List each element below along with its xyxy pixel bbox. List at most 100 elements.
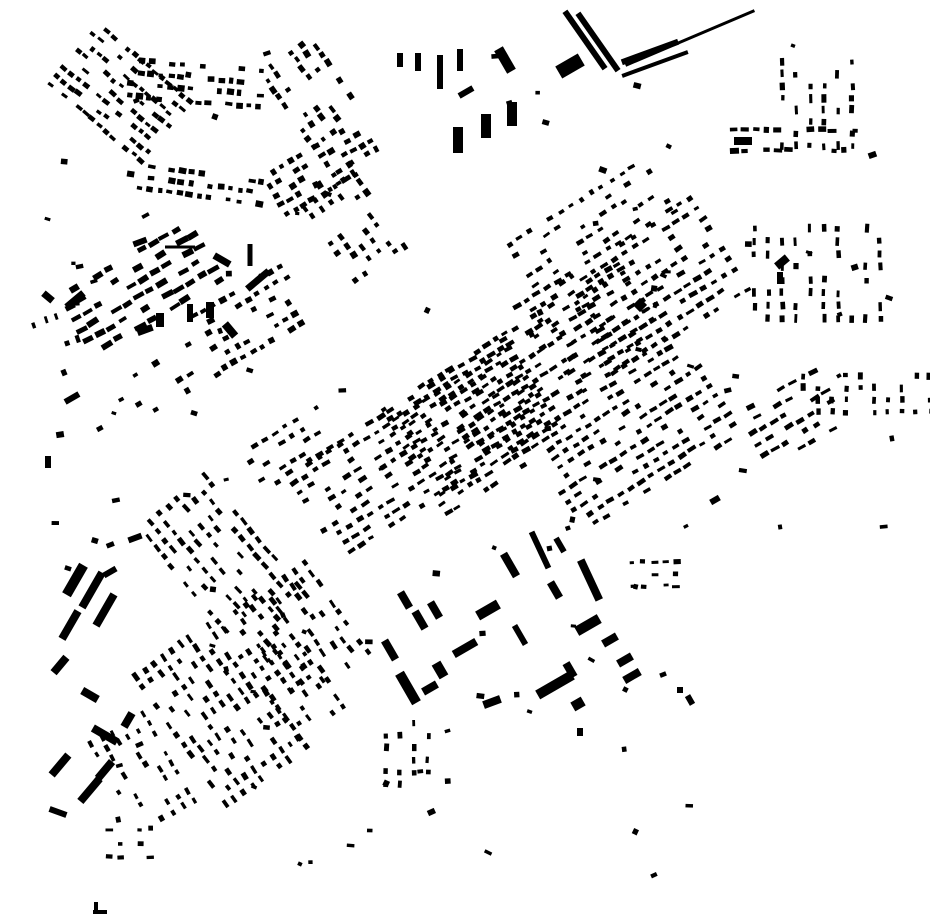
building [149, 95, 160, 105]
building [155, 509, 163, 517]
building [301, 497, 310, 504]
building [103, 743, 111, 753]
building [158, 187, 163, 194]
building [258, 68, 264, 74]
building [157, 814, 166, 823]
building [878, 302, 883, 312]
building [447, 390, 456, 398]
building [501, 410, 512, 419]
building [620, 198, 628, 206]
building [426, 733, 431, 740]
building [239, 628, 247, 637]
building [665, 143, 672, 150]
building [438, 460, 448, 469]
building [188, 179, 195, 187]
building [779, 57, 785, 66]
building [122, 299, 133, 309]
building [599, 261, 609, 270]
building [160, 288, 175, 300]
building [318, 205, 326, 214]
building [453, 399, 461, 407]
building [808, 287, 813, 297]
building [288, 722, 297, 731]
building [109, 729, 116, 737]
building [341, 471, 352, 481]
building [385, 406, 395, 415]
building [238, 671, 247, 680]
building [519, 438, 530, 447]
building [93, 910, 107, 914]
building [448, 458, 456, 465]
building [877, 250, 882, 258]
building [675, 201, 683, 207]
building [552, 268, 560, 275]
building [335, 167, 343, 176]
building [74, 334, 81, 344]
building [807, 223, 811, 233]
building [703, 424, 713, 431]
building [643, 370, 653, 378]
building [675, 269, 686, 278]
building [364, 648, 372, 656]
building [580, 333, 587, 339]
building [296, 720, 303, 727]
building [326, 146, 336, 156]
building [680, 254, 689, 263]
building [349, 250, 359, 260]
building [288, 671, 296, 679]
building [529, 312, 538, 320]
building [284, 86, 292, 93]
building [510, 388, 520, 397]
building [206, 779, 216, 789]
building [167, 177, 177, 185]
building [567, 289, 576, 297]
building [293, 733, 302, 742]
building [457, 49, 463, 71]
building [269, 699, 275, 706]
building [539, 370, 549, 378]
building [185, 71, 192, 79]
building [503, 436, 511, 444]
building [649, 405, 658, 413]
building [550, 420, 559, 428]
building [137, 841, 144, 847]
building [598, 321, 607, 328]
building [294, 641, 302, 649]
building [427, 600, 443, 620]
building [132, 97, 140, 104]
building [72, 299, 80, 306]
building [511, 325, 520, 333]
building [127, 532, 143, 544]
building [135, 728, 142, 735]
building [519, 423, 527, 430]
building [610, 255, 619, 264]
building [593, 415, 602, 423]
building [441, 484, 451, 493]
building [258, 343, 266, 351]
building [224, 348, 231, 356]
building [330, 171, 338, 178]
building [872, 396, 877, 404]
building [415, 429, 423, 436]
building [879, 524, 888, 529]
building [528, 408, 536, 414]
building [367, 535, 374, 541]
building [717, 401, 727, 409]
building [568, 480, 579, 490]
building [253, 290, 260, 297]
building [256, 643, 262, 649]
building [95, 92, 102, 99]
building [329, 640, 338, 650]
building [399, 424, 407, 431]
building [589, 268, 597, 275]
building [308, 860, 313, 865]
building [383, 743, 390, 752]
building [115, 816, 122, 823]
building [827, 128, 837, 133]
building [709, 432, 717, 440]
building [783, 421, 795, 431]
building [577, 558, 603, 602]
building [664, 406, 675, 416]
building [60, 368, 68, 377]
building [589, 312, 596, 319]
